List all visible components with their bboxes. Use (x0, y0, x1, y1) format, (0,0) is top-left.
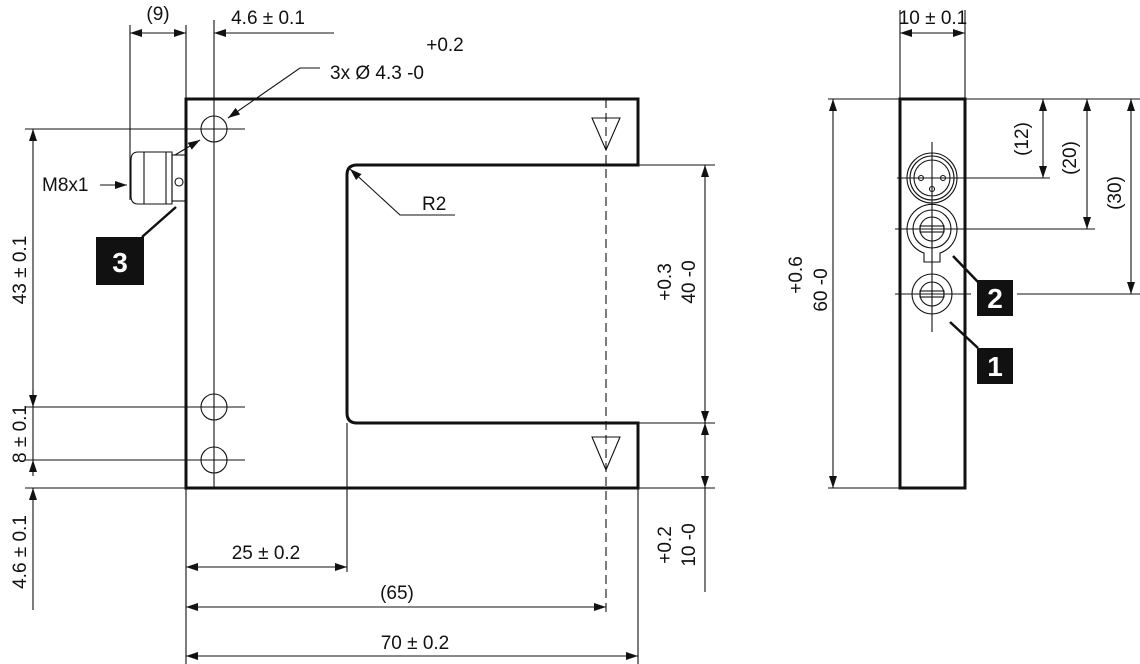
dim-width: 70 ± 0.2 (381, 633, 450, 654)
dim-axis: (65) (380, 583, 414, 604)
dim-hole-spacing-8: 8 ± 0.1 (10, 405, 31, 463)
badge-3 (96, 237, 144, 285)
dim-arm-tol: +0.2 (655, 526, 676, 564)
connector-label: M8x1 (42, 175, 88, 196)
dim-12: (12) (1012, 122, 1033, 156)
front-view: (9) 4.6 ± 0.1 +0.2 3x Ø 4.3 -0 M8x1 3 R2… (10, 4, 715, 664)
dim-arm: 10 -0 (679, 523, 700, 566)
emitter-triangle-icon (591, 117, 621, 152)
dim-height-tol: +0.6 (786, 256, 807, 294)
dim-slot-depth: 25 ± 0.2 (232, 543, 301, 564)
m8-connector (130, 151, 187, 205)
dim-thickness: 10 ± 0.1 (899, 8, 968, 29)
hole-callout: 3x Ø 4.3 -0 (330, 63, 424, 84)
dim-height: 60 -0 (811, 268, 832, 311)
dim-connector-depth: (9) (146, 4, 169, 25)
dim-hole-offset-top: 4.6 ± 0.1 (231, 8, 305, 29)
hole-tolerance: +0.2 (426, 35, 464, 56)
svg-text:2: 2 (987, 283, 1003, 314)
receiver-triangle-icon (591, 436, 621, 472)
svg-text:3: 3 (112, 247, 128, 278)
side-view: 10 ± 0.1 +0.6 60 -0 (786, 8, 1140, 490)
dim-hole-offset-bottom: 4.6 ± 0.1 (10, 515, 31, 589)
dim-30: (30) (1105, 176, 1126, 210)
dim-hole-spacing-43: 43 ± 0.1 (10, 236, 31, 305)
svg-text:1: 1 (987, 351, 1003, 382)
sensor-body-outline (184, 97, 640, 490)
badge-2 (977, 280, 1013, 316)
dim-slot-height: 40 -0 (679, 260, 700, 303)
radius-label: R2 (422, 194, 446, 215)
dim-20: (20) (1060, 141, 1081, 175)
dim-slot-height-tol: +0.3 (655, 263, 676, 301)
badge-1 (977, 348, 1013, 384)
